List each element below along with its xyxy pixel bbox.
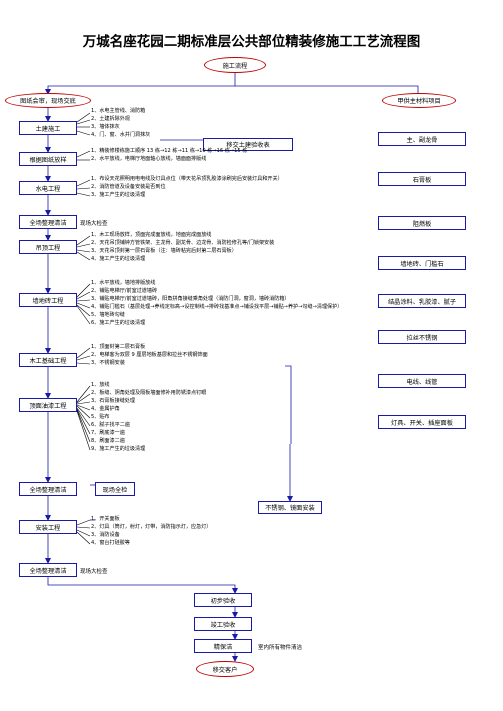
material-fire-retardant-board: 阻燃板 <box>378 216 466 230</box>
step: 1、水电主管线、消防箱 <box>91 108 146 114</box>
stage-carpentry-steps: 1、顶面封第二层石膏板 2、电梯客为双层 9 厘层地板基层和拉丝不锈钢饰面 3、… <box>91 344 208 368</box>
stage-initial-inspection: 初步验收 <box>194 593 252 607</box>
stage-clean-1: 全场整理清洁 <box>19 215 77 229</box>
stage-layout-steps: 1、精装修楼栋施工顺序 13 栋→12 栋→11 栋→10 栋→16 栋→15 … <box>91 148 247 164</box>
step: 3、施工产生的垃圾清理 <box>91 191 146 198</box>
stage-civil: 土建施工 <box>19 121 77 135</box>
stage-steel-mirror: 不锈钢、镜面安装 <box>258 501 322 514</box>
fine-cleaning-note: 室内所有物件清洁 <box>258 645 303 651</box>
material-lighting-switches: 灯具、开关、插座面板 <box>378 415 466 429</box>
step: 2、板缝、阴角处理及隔板墙面修补用防锈漆点钉眼 <box>91 389 207 396</box>
step: 4、门、窗、水井门洞抹灰 <box>91 131 151 138</box>
right-start-node: 甲供主材料项目 <box>382 93 456 108</box>
stage-civil-steps: 1、水电主管线、消防箱 2、土建拆除外观 3、墙体抹灰 4、门、窗、水井门洞抹灰 <box>91 108 150 140</box>
stage-mep: 水电工程 <box>19 181 77 195</box>
step: 8、刷面漆二遍 <box>91 437 125 444</box>
stage-install: 安装工程 <box>19 520 77 534</box>
stage-ceiling-paint-steps: 1、放线 2、板缝、阴角处理及隔板墙面修补用防锈漆点钉眼 3、石膏板接缝处理 4… <box>91 382 206 454</box>
material-wires: 电线、线管 <box>378 374 466 388</box>
stage-clean-2: 全场整理清洁 <box>19 482 77 496</box>
step: 9、施工产生的垃圾清理 <box>91 445 146 452</box>
step: 3、不锈钢安装 <box>91 359 125 366</box>
step: 2、水平放线，电梯厅地面轴心放线，墙面面排版线 <box>91 155 207 162</box>
step: 1、木工现场放样，顶面完成面放线，地面完成面放线 <box>91 232 212 238</box>
material-keel: 主、副龙骨 <box>378 132 466 146</box>
step: 5、墙地砖勾缝 <box>91 311 125 318</box>
stage-ceiling-steps: 1、木工现场放样，顶面完成面放线，地面完成面放线 2、天花吊顶铺钟方管铁架、主龙… <box>91 232 274 264</box>
step: 1、精装修楼栋施工顺序 13 栋→12 栋→11 栋→10 栋→16 栋→15 … <box>91 148 248 154</box>
stage-clean-3: 全场整理清洁 <box>19 563 77 577</box>
step: 3、铺贴电梯厅/前室过道墙砖，阳角拼角接缝乘角处理（消防门洞，窗洞，墙砖消防箱） <box>91 295 290 302</box>
step: 1、水平放线，墙地排版放线 <box>91 280 156 286</box>
stage-fine-cleaning: 精保洁 <box>194 639 252 653</box>
step: 1、顶面封第二层石膏板 <box>91 344 146 350</box>
step: 1、开关面板 <box>91 516 120 522</box>
step: 2、铺贴电梯厅/前室过道墙砖 <box>91 287 158 294</box>
step: 2、灯具（筒灯，射灯，灯带，消防指示灯，应急灯） <box>91 523 212 530</box>
page-title: 万城名座花园二期标准层公共部位精装修施工工艺流程图 <box>82 34 421 50</box>
stage-install-steps: 1、开关面板 2、灯具（筒灯，射灯，灯带，消防指示灯，应急灯） 3、消防设备 4… <box>91 516 211 548</box>
step: 2、消防管道及设备安装是否到位 <box>91 183 166 190</box>
left-start-node: 图纸会审，现场交底 <box>5 93 91 108</box>
step: 4、窗台打硅胶等 <box>91 539 130 546</box>
step: 6、腻子找平二遍 <box>91 421 130 428</box>
step: 6、施工产生的垃圾清理 <box>91 319 146 326</box>
step: 7、刷底漆一遍 <box>91 429 125 436</box>
material-paint: 结晶涂料、乳胶漆、腻子 <box>378 294 466 308</box>
step: 3、墙体抹灰 <box>91 123 120 130</box>
material-brushed-steel: 拉丝不锈钢 <box>378 330 466 344</box>
stage-ceiling: 吊顶工程 <box>19 240 77 254</box>
start-node: 施工流程 <box>204 57 266 73</box>
handover-civil-acceptance: 移交土建验收表 <box>203 138 293 151</box>
stage-wall-floor-tile-steps: 1、水平放线，墙地排版放线 2、铺贴电梯厅/前室过道墙砖 3、铺贴电梯厅/前室过… <box>91 280 342 328</box>
step: 4、施工产生的垃圾清理 <box>91 255 146 262</box>
step: 3、石膏板接缝处理 <box>91 397 135 404</box>
clean-1-note: 现场大检查 <box>80 221 108 227</box>
step: 5、贴布 <box>91 413 110 420</box>
stage-layout: 根据图纸放样 <box>19 152 77 166</box>
clean-3-note: 现场大检查 <box>80 569 108 575</box>
step: 1、布设天花照明用电电线及灯具点位（带天花吊顶乳胶漆涂刷完后安装灯具和开关） <box>91 176 283 182</box>
step: 2、电梯客为双层 9 厘层地板基层和拉丝不锈钢饰面 <box>91 351 208 358</box>
step: 4、金属护角 <box>91 405 120 412</box>
step: 1、放线 <box>91 382 110 388</box>
stage-carpentry: 木工基础工程 <box>19 353 77 367</box>
stage-wall-floor-tile: 墙地砖工程 <box>19 293 77 307</box>
step: 3、消防设备 <box>91 531 120 538</box>
clean-2-note: 现场全检 <box>95 482 135 496</box>
stage-ceiling-paint: 顶面油漆工程 <box>19 398 77 412</box>
step: 3、天花吊顶封第一层石膏板（注：墙砖粘完后封第二层石膏板） <box>91 247 237 254</box>
step: 4、铺贴门槛石（基层处理→养线定标高→设控制线→排砖找基准点→铺设找平层→铺贴→… <box>91 303 343 310</box>
material-tiles-threshold: 墙地砖、门槛石 <box>378 256 466 270</box>
stage-mep-steps: 1、布设天花照明用电电线及灯具点位（带天花吊顶乳胶漆涂刷完后安装灯具和开关） 2… <box>91 176 283 200</box>
step: 2、土建拆除外观 <box>91 115 130 122</box>
step: 2、天花吊顶铺钟方管铁架、主龙骨、副龙骨、边龙骨、消防检修孔等/门锁架安装 <box>91 239 275 246</box>
stage-completion-acceptance: 竣工验收 <box>194 617 252 631</box>
material-gypsum-board: 石膏板 <box>378 172 466 186</box>
end-node: 移交客户 <box>196 661 254 677</box>
